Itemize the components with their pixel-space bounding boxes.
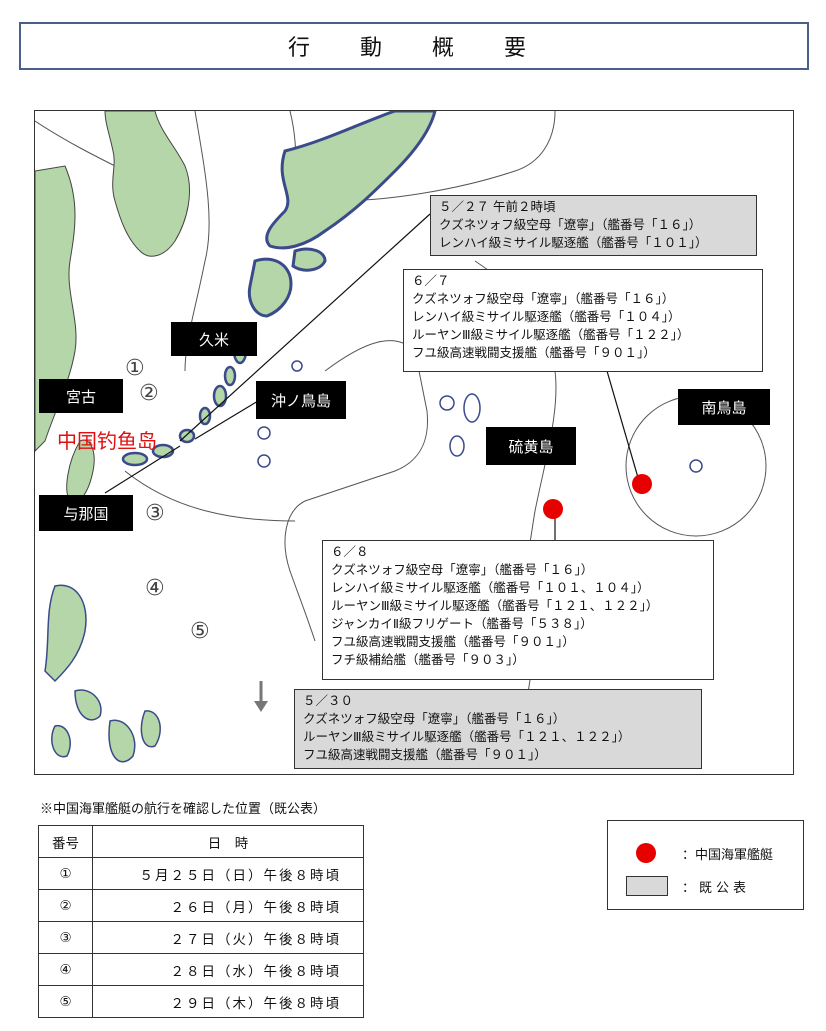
table-row: ⑤ ２９日（木）午後８時頃	[38, 985, 364, 1018]
callout-june8: ６／８ クズネツォフ級空母「遼寧」（艦番号「１６」） レンハイ級ミサイル駆逐艦（…	[322, 540, 714, 680]
red-annotation: 中国钓鱼岛	[57, 429, 157, 453]
label-miyako: 宮古	[39, 379, 123, 413]
japan-shikoku	[291, 247, 327, 272]
callout-june7: ６／７ クズネツォフ級空母「遼寧」（艦番号「１６」） レンハイ級ミサイル駆逐艦（…	[403, 269, 763, 372]
marker-4: ④	[145, 576, 165, 601]
table-row: ② ２６日（月）午後８時頃	[38, 889, 364, 922]
table-header-row: 番号 日 時	[38, 825, 364, 858]
callout-may27: ５／２７ 午前２時頃 クズネツォフ級空母「遼寧」（艦番号「１６」） レンハイ級ミ…	[430, 195, 757, 256]
label-yonaguni: 与那国	[39, 495, 133, 531]
table-row: ④ ２８日（水）午後８時頃	[38, 953, 364, 986]
ship-marker-june7	[632, 474, 652, 494]
page-title: 行 動 概 要	[287, 36, 540, 61]
ship-marker-june8	[543, 499, 563, 519]
marker-1: ①	[125, 356, 145, 381]
arrow-down-icon	[254, 681, 268, 712]
date-table: 番号 日 時 ① ５月２５日（日）午後８時頃 ② ２６日（月）午後８時頃 ③ ２…	[38, 825, 364, 1018]
legend-published-label: ：既公表	[682, 881, 751, 896]
label-minamitorishima: 南鳥島	[678, 389, 770, 425]
legend: ：中国海軍艦艇 ：既公表	[607, 820, 804, 910]
map: 久米 宮古 沖ノ鳥島 与那国 硫黄島 南鳥島 中国钓鱼岛 ① ② ③ ④ ⑤ ５…	[34, 110, 794, 775]
title-box: 行 動 概 要	[19, 22, 809, 70]
label-iojima: 硫黄島	[486, 427, 576, 465]
header-number: 番号	[38, 825, 93, 858]
gray-swatch-icon	[626, 876, 668, 896]
table-row: ③ ２７日（火）午後８時頃	[38, 921, 364, 954]
marker-3: ③	[145, 501, 165, 526]
korea-land	[104, 111, 191, 257]
red-dot-icon	[636, 843, 656, 863]
label-okinotori: 沖ノ鳥島	[256, 381, 346, 419]
note-text: ※中国海軍艦艇の航行を確認した位置（既公表）	[40, 802, 327, 817]
header-datetime: 日 時	[92, 825, 364, 858]
label-kume: 久米	[171, 322, 257, 356]
japan-kyushu	[247, 257, 293, 318]
japan-honshu	[265, 111, 437, 250]
small-islands	[257, 360, 481, 468]
marker-5: ⑤	[190, 619, 210, 644]
callout-may30: ５／３０ クズネツォフ級空母「遼寧」（艦番号「１６」） ルーヤンⅢ級ミサイル駆逐…	[294, 689, 702, 769]
table-row: ① ５月２５日（日）午後８時頃	[38, 857, 364, 890]
philippines-land	[44, 584, 161, 763]
legend-ship-label: ：中国海軍艦艇	[682, 848, 774, 863]
marker-2: ②	[139, 381, 159, 406]
